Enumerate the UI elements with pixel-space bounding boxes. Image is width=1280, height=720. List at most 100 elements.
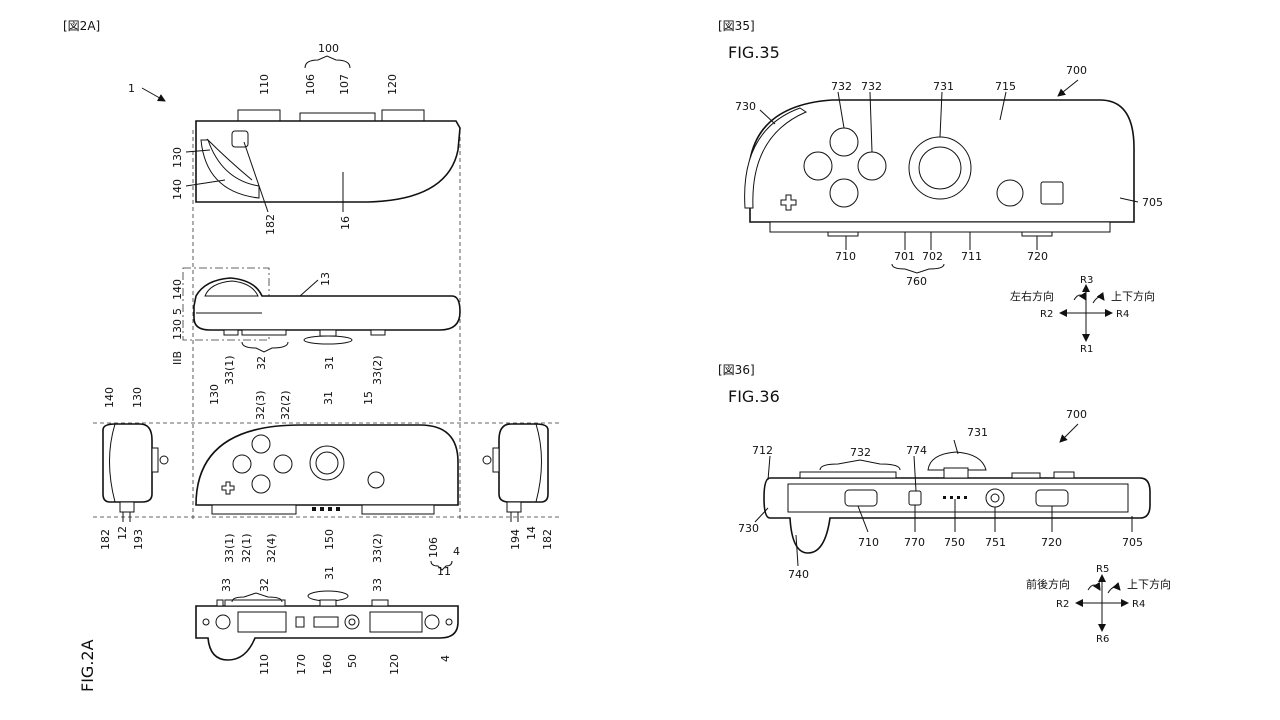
label-12: 12	[116, 526, 129, 540]
fig35-label-720: 720	[1027, 250, 1048, 263]
label-130a: 130	[171, 147, 184, 168]
label-16: 16	[339, 216, 352, 230]
fig2a-front-view	[195, 424, 459, 515]
fig35-label-lr-direction: 左右方向	[1010, 289, 1054, 303]
fig35-square-button-icon	[1040, 181, 1064, 205]
label-140b: 140	[171, 279, 184, 300]
fig35-label-r3: R3	[1080, 275, 1093, 286]
fig36-label-740: 740	[788, 568, 809, 581]
fig35-label-701: 701	[894, 250, 915, 263]
fig36-label-r5: R5	[1096, 564, 1109, 575]
fig2a-detail-frame	[182, 267, 270, 341]
label-130b: 130	[171, 319, 184, 340]
label-140a: 140	[171, 179, 184, 200]
fig35-group: [図35] FIG.35 700 732 732 731 715 730 705	[718, 19, 1163, 355]
button-b-icon	[251, 474, 271, 494]
home-button-icon	[367, 471, 385, 489]
label-32a: 32	[255, 356, 268, 370]
label-193: 193	[132, 529, 145, 550]
fig35-label-702: 702	[922, 250, 943, 263]
fig35-home-button-icon	[996, 179, 1024, 207]
fig36-button-710-icon	[844, 489, 878, 507]
fig36-label-750: 750	[944, 536, 965, 549]
label-15: 15	[362, 391, 375, 405]
label-110: 110	[258, 74, 271, 95]
fig35-header: [図35]	[718, 19, 755, 33]
label-13: 13	[319, 272, 332, 286]
fig36-header: [図36]	[718, 363, 755, 377]
fig36-port-inner-icon	[990, 493, 1000, 503]
label-33b: 33	[371, 578, 384, 592]
fig35-button-top-icon	[829, 127, 859, 157]
fig35-label-732a: 732	[831, 80, 852, 93]
fig35-label-710: 710	[835, 250, 856, 263]
fig35-label-711: 711	[961, 250, 982, 263]
label-106b: 106	[427, 537, 440, 558]
label-31a: 31	[323, 356, 336, 370]
fig2a-left-side-view	[102, 423, 169, 522]
label-130d: 130	[131, 387, 144, 408]
label-33a: 33	[220, 578, 233, 592]
label-150: 150	[323, 529, 336, 550]
label-140c: 140	[103, 387, 116, 408]
fig36-label-705: 705	[1122, 536, 1143, 549]
capture-button-icon	[231, 130, 249, 148]
fig35-label-r4: R4	[1116, 309, 1129, 320]
label-50: 50	[346, 654, 359, 668]
fig36-label-r6: R6	[1096, 634, 1109, 645]
fig35-rail	[744, 107, 808, 209]
fig35-label-730: 730	[735, 100, 756, 113]
label-32b: 32	[258, 578, 271, 592]
label-33-2a: 33(2)	[371, 355, 384, 385]
fig35-label-760: 760	[906, 275, 927, 288]
fig36-label-712: 712	[752, 444, 773, 457]
plus-icon	[221, 481, 235, 495]
fig36-label-731: 731	[967, 426, 988, 439]
fig35-label-731: 731	[933, 80, 954, 93]
label-106: 106	[304, 74, 317, 95]
fig35-label-715: 715	[995, 80, 1016, 93]
fig35-button-bottom-icon	[829, 178, 859, 208]
fig36-label-730: 730	[738, 522, 759, 535]
label-32-2: 32(2)	[279, 390, 292, 420]
fig35-label-700: 700	[1066, 64, 1087, 77]
fig2a-arrow-1	[141, 87, 166, 102]
fig35-stick-inner-icon	[918, 146, 962, 190]
fig2a-label-1: 1	[128, 82, 135, 95]
label-iib: IIB	[171, 351, 184, 365]
label-194: 194	[509, 529, 522, 550]
label-33-1a: 33(1)	[223, 355, 236, 385]
fig2a-top-view	[185, 109, 461, 213]
fig36-button-770-icon	[908, 490, 922, 506]
fig35-label-ud-direction: 上下方向	[1111, 289, 1155, 303]
label-120: 120	[386, 74, 399, 95]
label-31c: 31	[323, 566, 336, 580]
fig36-label-r4: R4	[1132, 599, 1145, 610]
label-160: 160	[321, 654, 334, 675]
fig36-label-700: 700	[1066, 408, 1087, 421]
brace-100	[304, 55, 351, 69]
label-32-3: 32(3)	[254, 390, 267, 420]
label-170: 170	[295, 654, 308, 675]
fig35-button-right-icon	[857, 151, 887, 181]
fig36-direction-compass	[1075, 574, 1129, 632]
label-100: 100	[318, 42, 339, 55]
label-32-1: 32(1)	[240, 533, 253, 563]
fig36-label-710: 710	[858, 536, 879, 549]
fig35-label-r2: R2	[1040, 309, 1053, 320]
fig35-plus-icon	[780, 194, 797, 211]
label-4a: 4	[453, 545, 460, 558]
fig36-label-770: 770	[904, 536, 925, 549]
button-x-icon	[251, 434, 271, 454]
fig36-label-fb-direction: 前後方向	[1026, 577, 1070, 591]
fig35-label-r1: R1	[1080, 344, 1093, 355]
fig36-label-720: 720	[1041, 536, 1062, 549]
stick-inner-icon	[315, 451, 339, 475]
fig35-title: FIG.35	[728, 43, 780, 62]
fig2a-group: [図2A] FIG.2A 1 110 106 107 120 100	[63, 19, 560, 692]
label-182a: 182	[264, 214, 277, 235]
label-130c: 130	[208, 384, 221, 405]
fig36-button-720-icon	[1035, 489, 1069, 507]
fig2a-side-view	[193, 277, 461, 345]
label-107: 107	[338, 74, 351, 95]
